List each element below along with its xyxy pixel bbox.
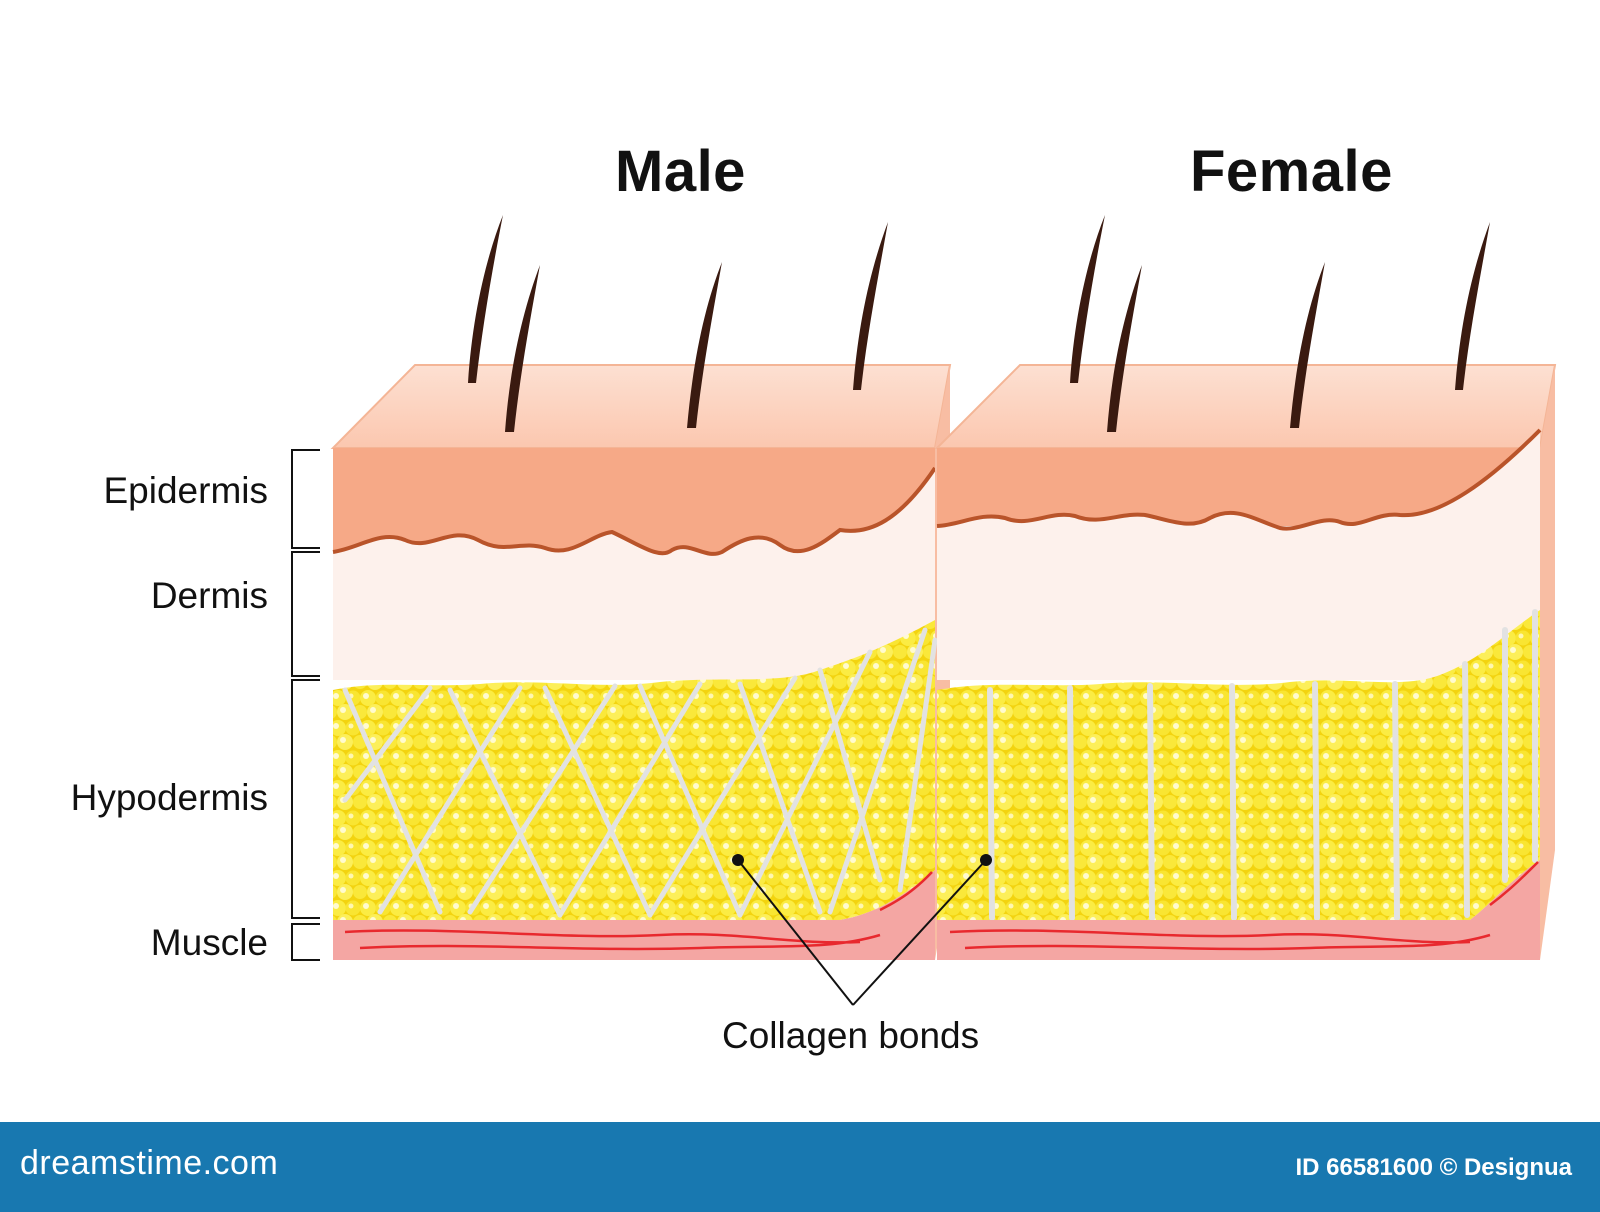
male-heading: Male xyxy=(615,139,746,204)
female-dermis xyxy=(937,430,1540,680)
footer-bar: dreamstime.com ID 66581600 © Designua xyxy=(0,1122,1600,1212)
male-hair-3 xyxy=(687,262,722,428)
bracket-muscle xyxy=(291,923,320,961)
bracket-hypodermis xyxy=(291,679,320,919)
female-skin-block xyxy=(934,215,1557,960)
female-hypodermis xyxy=(937,610,1540,920)
female-epidermis-boundary xyxy=(936,428,1542,531)
skin-comparison-diagram xyxy=(291,215,1557,1006)
female-hair-1 xyxy=(1070,215,1105,383)
footer-credit: ID 66581600 © Designua xyxy=(1296,1154,1573,1182)
footer-copyright: © Designua xyxy=(1439,1154,1572,1181)
female-hair-2 xyxy=(1107,265,1142,432)
male-dermis xyxy=(333,468,935,680)
footer-image-id: ID 66581600 xyxy=(1295,1154,1433,1181)
footer-brand[interactable]: dreamstime.com xyxy=(20,1144,279,1182)
layer-brackets xyxy=(291,449,320,961)
male-hair-4 xyxy=(853,222,888,390)
male-collagen-bonds xyxy=(342,627,938,918)
bracket-epidermis xyxy=(291,449,320,549)
male-hairs xyxy=(468,215,888,432)
female-side-face xyxy=(1540,365,1555,960)
label-muscle: Muscle xyxy=(150,922,268,963)
bracket-dermis xyxy=(291,551,320,677)
male-skin-block xyxy=(330,215,952,960)
collagen-pointer-female xyxy=(980,854,992,866)
male-muscle xyxy=(333,870,935,960)
label-epidermis: Epidermis xyxy=(103,470,269,511)
collagen-callout-lines xyxy=(732,854,992,1006)
female-hairs xyxy=(1070,215,1490,432)
female-hair-4 xyxy=(1455,222,1490,390)
collagen-bonds-label: Collagen bonds xyxy=(722,1015,980,1056)
female-heading: Female xyxy=(1190,139,1393,204)
male-muscle-fibers xyxy=(344,871,933,951)
male-hair-2 xyxy=(505,265,540,432)
male-epidermis-boundary xyxy=(332,466,937,556)
label-hypodermis: Hypodermis xyxy=(70,777,268,818)
female-muscle xyxy=(937,860,1540,960)
female-hair-3 xyxy=(1290,262,1325,428)
female-muscle-fibers xyxy=(949,861,1539,951)
male-hair-1 xyxy=(468,215,503,383)
label-dermis: Dermis xyxy=(150,575,268,616)
female-collagen-bonds xyxy=(987,609,1538,921)
collagen-pointer-male xyxy=(732,854,744,866)
